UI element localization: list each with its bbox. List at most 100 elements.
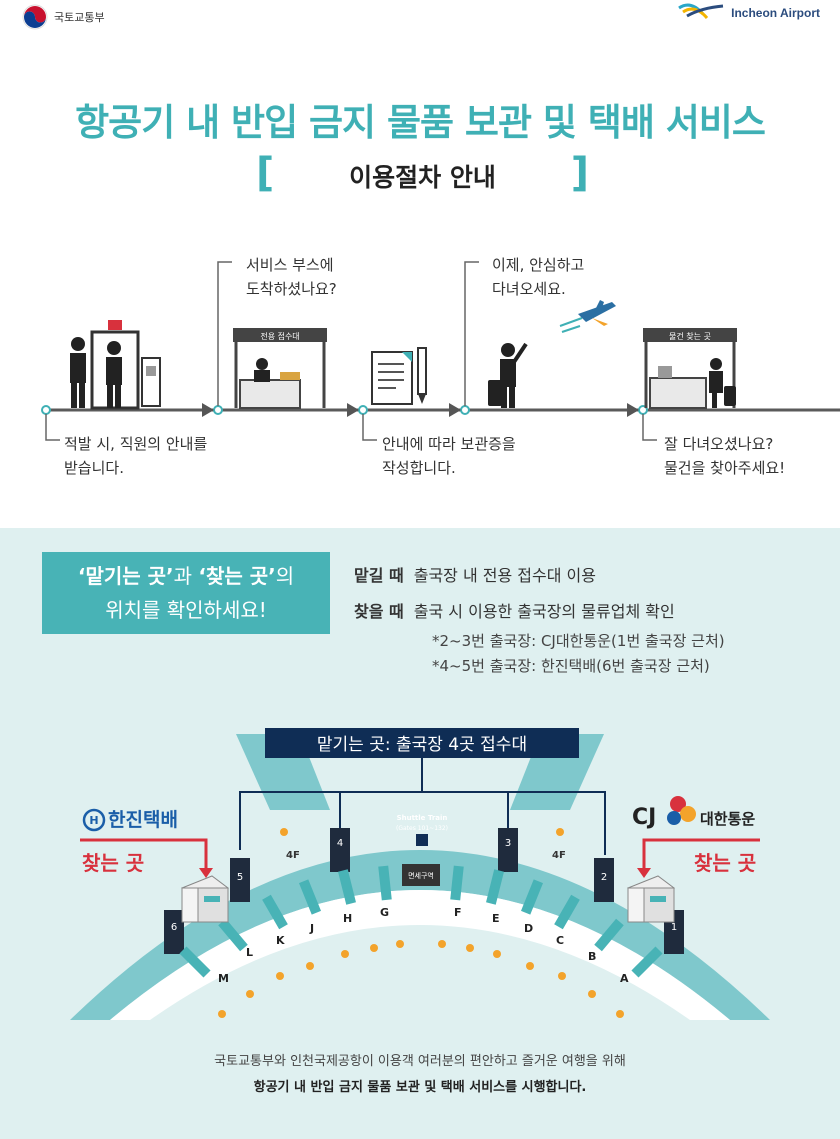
step-5-line-2: 물건을 찾아주세요! — [664, 459, 786, 477]
gate-5: 5 — [237, 872, 243, 883]
pickup-left-label: 찾는 곳 — [82, 851, 144, 875]
gate-towers: 5 4 3 2 6 1 — [164, 828, 684, 954]
terminal-inner — [110, 890, 730, 1020]
page-title: 항공기 내 반입 금지 물품 보관 및 택배 서비스 — [75, 101, 766, 144]
zone-L: L — [246, 946, 253, 959]
step-1-line-2: 받습니다. — [64, 459, 124, 477]
svg-text:H: H — [89, 814, 98, 827]
hanjin-name: 한진택배 — [108, 809, 178, 831]
cj-mark: CJ — [632, 805, 656, 830]
hanjin-pickup-building — [180, 875, 230, 923]
left-bracket: [ — [256, 150, 275, 196]
traveler-illustration — [488, 342, 528, 408]
step-4-text: 이제, 안심하고 다녀오세요. — [492, 253, 584, 301]
reception-connectors — [239, 758, 606, 855]
reception-booth-illustration: 전용 접수대 — [233, 328, 327, 409]
cj-name: 대한통운 — [700, 810, 755, 828]
step-3-text: 안내에 따라 보관증을 작성합니다. — [382, 432, 516, 480]
shuttle-sub: (Gates 101~132) — [396, 825, 448, 832]
info-drop-row: 맡길 때 출국장 내 전용 접수대 이용 — [354, 562, 596, 586]
duty-free-text: 면세구역 — [408, 871, 434, 880]
left-pickup-arrowhead — [199, 868, 213, 878]
step-5-text: 잘 다녀오셨나요? 물건을 찾아주세요! — [664, 432, 785, 480]
shuttle-icon — [416, 834, 428, 846]
gate-4: 4 — [337, 838, 343, 849]
location-check-box: ‘맡기는 곳’과 ‘찾는 곳’의 위치를 확인하세요! — [42, 552, 330, 634]
floor-left: 4F — [286, 850, 300, 861]
zone-J: J — [309, 922, 314, 935]
zone-D: D — [524, 922, 533, 935]
gate-1: 1 — [671, 922, 677, 933]
right-pickup-arrow — [642, 838, 760, 870]
zone-M: M — [218, 972, 229, 985]
location-box-conj: 과 — [173, 564, 199, 588]
note-cj: *2~3번 출국장: CJ대한통운(1번 출국장 근처) — [432, 632, 725, 650]
step-2-text: 서비스 부스에 도착하셨나요? — [246, 253, 337, 301]
location-box-suffix: 의 — [275, 564, 295, 588]
ministry-logo: 국토교통부 — [22, 4, 105, 30]
map-banner-bg — [265, 728, 579, 758]
zone-E: E — [492, 912, 500, 925]
location-box-drop-term: ‘맡기는 곳’ — [77, 564, 174, 588]
hanjin-logo: H 한진택배 — [82, 808, 178, 832]
info-drop-key: 맡길 때 — [354, 566, 404, 585]
step-4-line-2: 다녀오세요. — [492, 280, 566, 298]
gate-2: 2 — [601, 872, 607, 883]
step-1-text: 적발 시, 직원의 안내를 받습니다. — [64, 432, 207, 480]
location-box-line-1: ‘맡기는 곳’과 ‘찾는 곳’의 — [42, 559, 330, 593]
taegeuk-emblem-icon — [22, 4, 48, 30]
timeline-arrows — [202, 403, 639, 417]
info-pick-row: 찾을 때 출국 시 이용한 출국장의 물류업체 확인 — [354, 598, 675, 622]
location-box-pick-term: ‘찾는 곳’ — [198, 564, 276, 588]
pier-bars — [179, 865, 663, 978]
airport-name: Incheon Airport — [731, 6, 820, 20]
note-hanjin: *4~5번 출국장: 한진택배(6번 출국장 근처) — [432, 657, 710, 675]
info-pick-value: 출국 시 이용한 출국장의 물류업체 확인 — [413, 602, 675, 621]
location-box-line-2: 위치를 확인하세요! — [105, 598, 267, 622]
step-1-line-1: 적발 시, 직원의 안내를 — [64, 435, 208, 453]
pickup-right-label: 찾는 곳 — [694, 851, 756, 875]
step-2-line-2: 도착하셨나요? — [246, 280, 337, 298]
zone-H: H — [343, 912, 352, 925]
pickup-booth-illustration: 물건 찾는 곳 — [643, 328, 737, 409]
ministry-name: 국토교통부 — [54, 11, 105, 24]
right-bracket: ] — [570, 150, 589, 196]
airport-logo: Incheon Airport — [677, 2, 820, 24]
subtitle-block: [ 이용절차 안내 ] — [250, 150, 595, 200]
footer-line-2: 항공기 내 반입 금지 물품 보관 및 택배 서비스를 시행합니다. — [253, 1080, 587, 1095]
zone-K: K — [276, 934, 285, 947]
procedure-timeline: 전용 접수대 물건 찾는 곳 — [41, 261, 840, 441]
cj-logo: CJ 대한통운 — [632, 796, 755, 830]
info-drop-value: 출국장 내 전용 접수대 이용 — [413, 566, 596, 585]
info-pick-key: 찾을 때 — [354, 602, 404, 621]
step-3-line-1: 안내에 따라 보관증을 — [382, 435, 516, 453]
duty-free-sign — [402, 864, 440, 886]
step-4-line-1: 이제, 안심하고 — [492, 256, 585, 274]
shuttle-title: Shuttle Train — [397, 814, 448, 822]
airplane-icon — [559, 300, 616, 333]
cj-pickup-building — [626, 875, 676, 923]
form-pencil-illustration — [371, 347, 427, 405]
zone-B: B — [588, 950, 596, 963]
callout-lines — [45, 261, 657, 441]
map-banner-text: 맡기는 곳: 출국장 4곳 접수대 — [317, 735, 527, 755]
zone-F: F — [454, 906, 462, 919]
step-2-line-1: 서비스 부스에 — [246, 256, 334, 274]
zone-A: A — [620, 972, 629, 985]
gate-6: 6 — [171, 922, 177, 933]
boarding-gate-dots — [218, 828, 624, 1018]
step-3-line-2: 작성합니다. — [382, 459, 456, 477]
terminal-map: 맡기는 곳: 출국장 4곳 접수대 5 4 3 2 6 1 Shuttle Tr… — [70, 728, 770, 1020]
zone-letters: M L K J H G F E D C B A — [218, 906, 629, 985]
step-5-line-1: 잘 다녀오셨나요? — [664, 435, 774, 453]
subtitle: 이용절차 안내 — [349, 163, 496, 192]
gate-3: 3 — [505, 838, 511, 849]
floor-right: 4F — [552, 850, 566, 861]
booth-label-reception: 전용 접수대 — [260, 331, 299, 341]
booth-label-pickup: 물건 찾는 곳 — [669, 331, 711, 341]
zone-C: C — [556, 934, 564, 947]
footer-line-1: 국토교통부와 인천국제공항이 이용객 여러분의 편안하고 즐거운 여행을 위해 — [214, 1054, 626, 1069]
procedure-section — [0, 0, 840, 528]
left-pickup-arrow — [80, 838, 208, 870]
security-gate-illustration — [70, 320, 161, 410]
